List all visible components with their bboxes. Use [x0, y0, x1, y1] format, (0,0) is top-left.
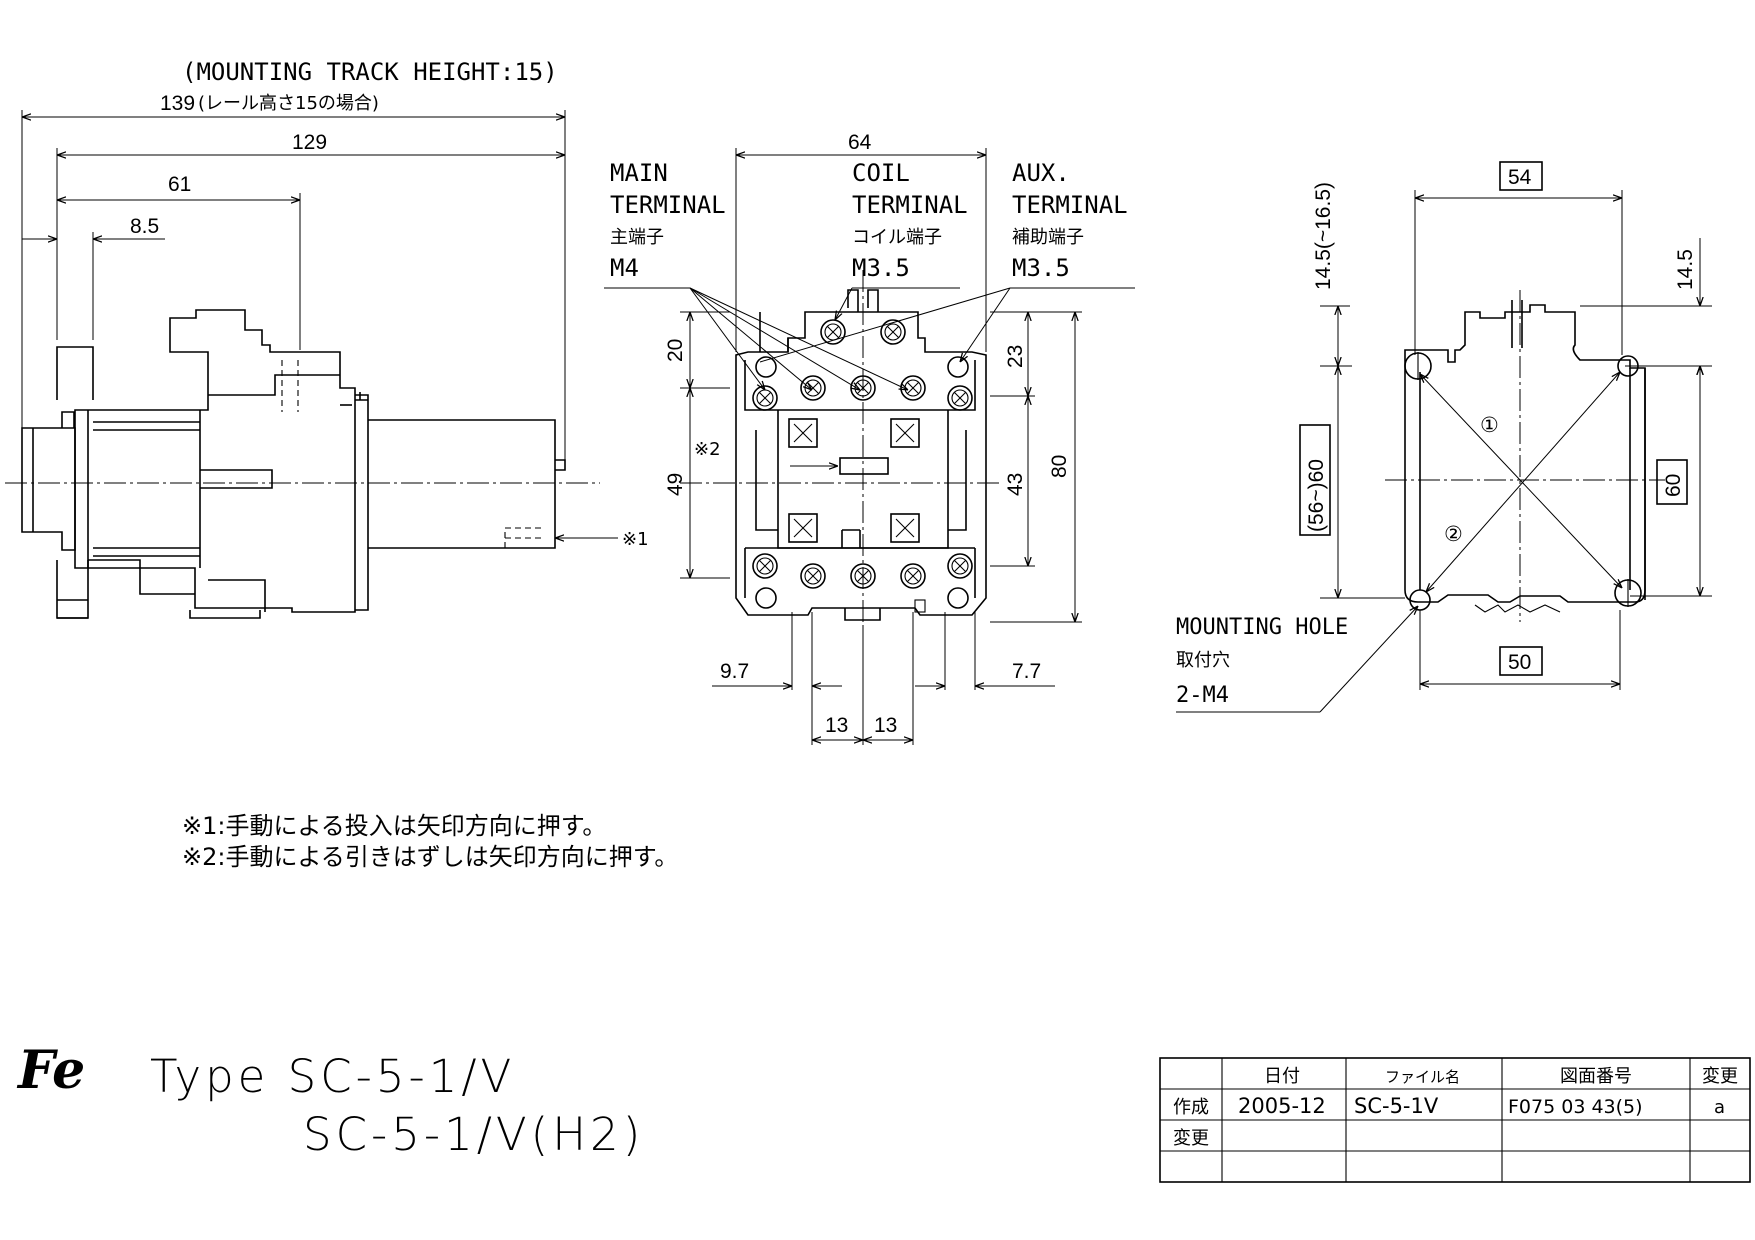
svg-text:主端子: 主端子	[610, 227, 664, 248]
circle-label-1: ①	[1480, 414, 1499, 437]
tb-header-date: 日付	[1264, 1066, 1300, 1087]
tb-row-change-label: 変更	[1173, 1128, 1209, 1149]
brand-logo: Fe	[16, 1040, 85, 1101]
mount-diagonals	[1385, 290, 1665, 622]
svg-text:M3.5: M3.5	[1012, 254, 1070, 282]
main-terminal-label: MAIN TERMINAL 主端子 M4	[610, 159, 726, 282]
side-view: (MOUNTING TRACK HEIGHT:15) 139 (レール高さ15の…	[5, 58, 649, 619]
dim-9-7-value: 9.7	[720, 660, 749, 683]
terminal-leaders	[604, 287, 1135, 390]
svg-text:AUX.: AUX.	[1012, 159, 1070, 187]
tb-header-change: 変更	[1702, 1066, 1738, 1087]
coil-terminal-label: COIL TERMINAL コイル端子 M3.5	[852, 159, 968, 282]
front-centerlines	[680, 270, 1000, 630]
svg-text:TERMINAL: TERMINAL	[1012, 191, 1128, 219]
track-height-note: (MOUNTING TRACK HEIGHT:15)	[182, 58, 558, 86]
model-line-2: SC-5-1/V(H2)	[303, 1108, 644, 1161]
dim-23-value: 23	[1004, 345, 1027, 368]
notes: ※1:手動による投入は矢印方向に押す。 ※2:手動による引きはずしは矢印方向に押…	[182, 812, 678, 871]
tb-row-created-filename: SC-5-1V	[1354, 1094, 1439, 1118]
dim-43-value: 43	[1004, 473, 1027, 496]
svg-text:M4: M4	[610, 254, 639, 282]
circle-label-2: ②	[1444, 523, 1463, 546]
model-block: Fe Type SC-5-1/V SC-5-1/V(H2)	[16, 1040, 644, 1161]
dim-14-5-value: 14.5	[1674, 249, 1697, 290]
title-block: 日付 ファイル名 図面番号 変更 作成 2005-12 SC-5-1V F075…	[1159, 1057, 1751, 1183]
dim-60-value: 60	[1662, 474, 1685, 497]
mount-body-outline	[1404, 300, 1646, 613]
dim-139-value: 139	[160, 92, 195, 115]
dim-80-value: 80	[1048, 455, 1071, 478]
svg-text:2-M4: 2-M4	[1176, 683, 1229, 708]
front-body-outline	[735, 289, 987, 621]
dim-8-5-value: 8.5	[130, 215, 159, 238]
note-mark-2: ※2	[694, 439, 721, 460]
aux-terminal-label: AUX. TERMINAL 補助端子 M3.5	[1012, 159, 1128, 282]
svg-text:M3.5: M3.5	[852, 254, 910, 282]
svg-text:TERMINAL: TERMINAL	[610, 191, 726, 219]
model-line-1: Type SC-5-1/V	[150, 1050, 515, 1103]
note-1: ※1:手動による投入は矢印方向に押す。	[182, 812, 606, 840]
dim-50-value: 50	[1508, 651, 1531, 674]
note-2: ※2:手動による引きはずしは矢印方向に押す。	[182, 843, 678, 871]
front-view: 64 MAIN TERMINAL 主端子 M4 COIL TERMINAL コイ…	[604, 131, 1135, 745]
dim-64-value: 64	[848, 131, 872, 154]
dim-49-value: 49	[664, 473, 687, 496]
dim-20-value: 20	[664, 339, 687, 362]
dim-7-7-value: 7.7	[1012, 660, 1041, 683]
tb-row-created-drawing-no: F075 03 43(5)	[1508, 1096, 1643, 1118]
svg-text:MAIN: MAIN	[610, 159, 668, 187]
mounting-view: 54 14.5(~16.5) (56~)60 14.5 60	[1176, 161, 1712, 713]
svg-text:TERMINAL: TERMINAL	[852, 191, 968, 219]
dim-14-5-range-value: 14.5(~16.5)	[1312, 182, 1335, 290]
dim-61-value: 61	[168, 173, 191, 196]
svg-text:取付穴: 取付穴	[1176, 650, 1230, 671]
note-mark-1: ※1	[622, 529, 649, 550]
dim-54-value: 54	[1508, 166, 1532, 189]
tb-row-created-label: 作成	[1173, 1097, 1209, 1118]
tb-row-created-change: a	[1714, 1097, 1725, 1118]
svg-text:コイル端子: コイル端子	[852, 227, 942, 248]
svg-text:補助端子: 補助端子	[1012, 227, 1084, 248]
dim-139-note: (レール高さ15の場合)	[198, 93, 379, 114]
side-body-outline	[21, 309, 566, 619]
svg-text:MOUNTING HOLE: MOUNTING HOLE	[1176, 615, 1348, 640]
mounting-hole-label: MOUNTING HOLE 取付穴 2-M4	[1176, 606, 1418, 713]
dim-129-value: 129	[292, 131, 327, 154]
tb-header-drawing-no: 図面番号	[1560, 1066, 1632, 1087]
dim-56-60-value: (56~)60	[1305, 459, 1328, 532]
svg-text:COIL: COIL	[852, 159, 910, 187]
dim-13a-value: 13	[825, 714, 848, 737]
tb-header-filename: ファイル名	[1385, 1068, 1460, 1086]
tb-row-created-date: 2005-12	[1238, 1094, 1326, 1118]
dim-13b-value: 13	[874, 714, 897, 737]
